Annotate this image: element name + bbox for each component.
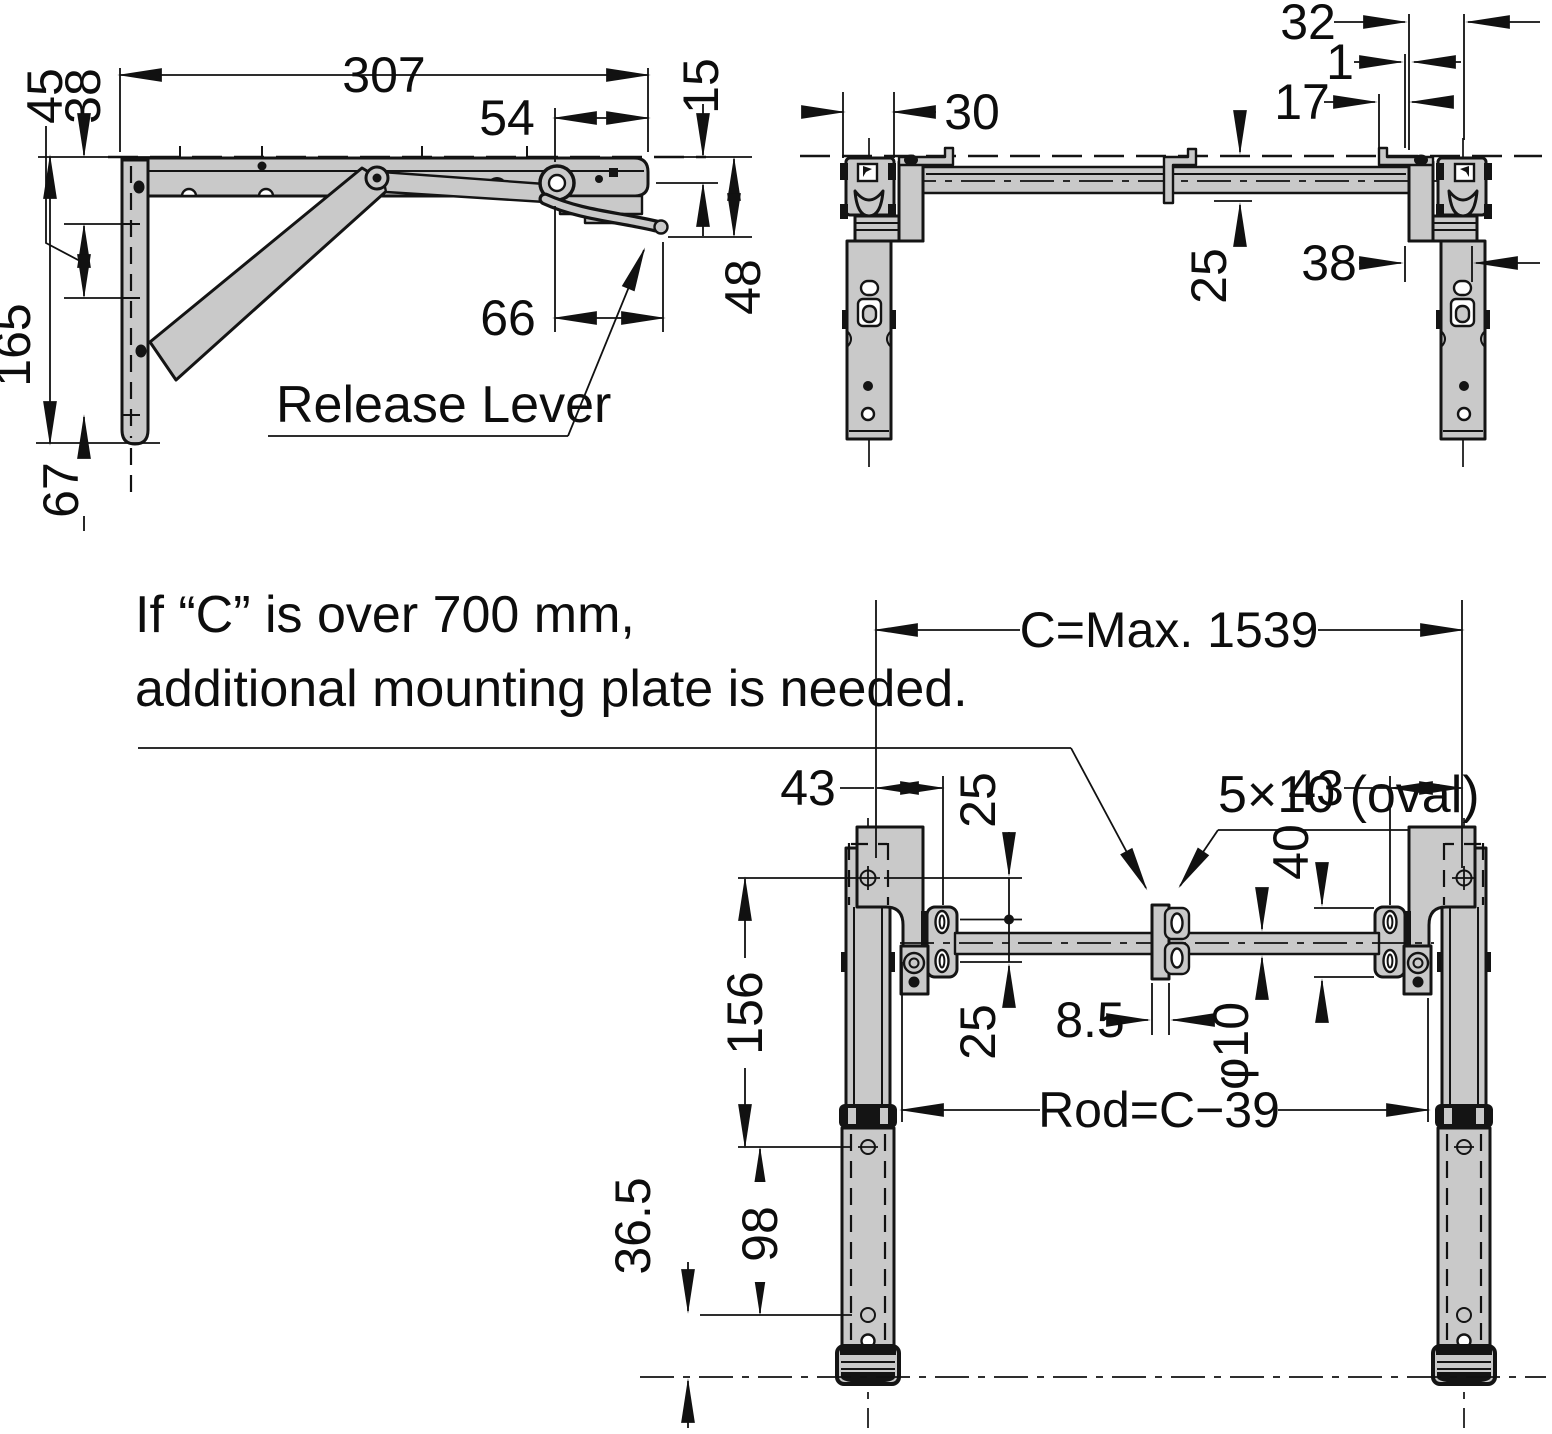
- dim-66-label: 66: [480, 290, 536, 346]
- leg-assembly-front: [840, 138, 955, 468]
- dim-38b-label: 38: [1301, 235, 1357, 291]
- dim-15-label: 15: [673, 58, 729, 114]
- release-lever-label: Release Lever: [276, 376, 611, 434]
- dim-67-label: 67: [33, 462, 89, 518]
- dim-25-upper-label: 25: [950, 772, 1006, 828]
- front-view: 30 32 1 17 25 38: [800, 0, 1542, 470]
- oval-hole-label: 5×10 (oval): [1218, 766, 1480, 824]
- rod-hanger-bracket: [1162, 147, 1198, 205]
- note-line-2: additional mounting plate is needed.: [135, 660, 968, 718]
- dim-307-label: 307: [342, 47, 425, 103]
- brace-strut: [148, 166, 394, 382]
- dim-30-label: 30: [944, 84, 1000, 140]
- dim-165-label: 165: [0, 303, 41, 386]
- dim-98-label: 98: [732, 1206, 788, 1262]
- latch-mechanism: [538, 164, 669, 235]
- dim-c-label: C=Max. 1539: [1020, 602, 1319, 658]
- dim-156-label: 156: [717, 971, 773, 1054]
- installation-view: If “C” is over 700 mm, additional mounti…: [135, 586, 1546, 1430]
- dim-8-5-label: 8.5: [1055, 992, 1125, 1048]
- dim-43-left-label: 43: [780, 760, 836, 816]
- wall-plate: [120, 158, 150, 446]
- dim-38-label: 38: [55, 68, 111, 124]
- dim-25-label: 25: [1181, 248, 1237, 304]
- note-line-1: If “C” is over 700 mm,: [135, 586, 635, 644]
- leg-assembly-installed: [835, 818, 959, 1428]
- dim-43-right-label: 43: [1288, 760, 1344, 816]
- dim-phi10-label: φ10: [1203, 1002, 1259, 1090]
- side-view: 307 54 15 48 66 45 38: [0, 47, 771, 531]
- center-clamp: [1150, 903, 1191, 981]
- dim-45-label: 45: [17, 68, 73, 124]
- dim-32-label: 32: [1280, 0, 1336, 50]
- dim-1-label: 1: [1326, 34, 1354, 90]
- dim-rod-label: Rod=C−39: [1038, 1082, 1280, 1138]
- dim-36-5-label: 36.5: [605, 1177, 661, 1274]
- dim-54-label: 54: [479, 90, 535, 146]
- dim-17-label: 17: [1274, 74, 1330, 130]
- dim-25-lower-label: 25: [950, 1004, 1006, 1060]
- dim-40-label: 40: [1263, 824, 1319, 880]
- dim-48-label: 48: [715, 259, 771, 315]
